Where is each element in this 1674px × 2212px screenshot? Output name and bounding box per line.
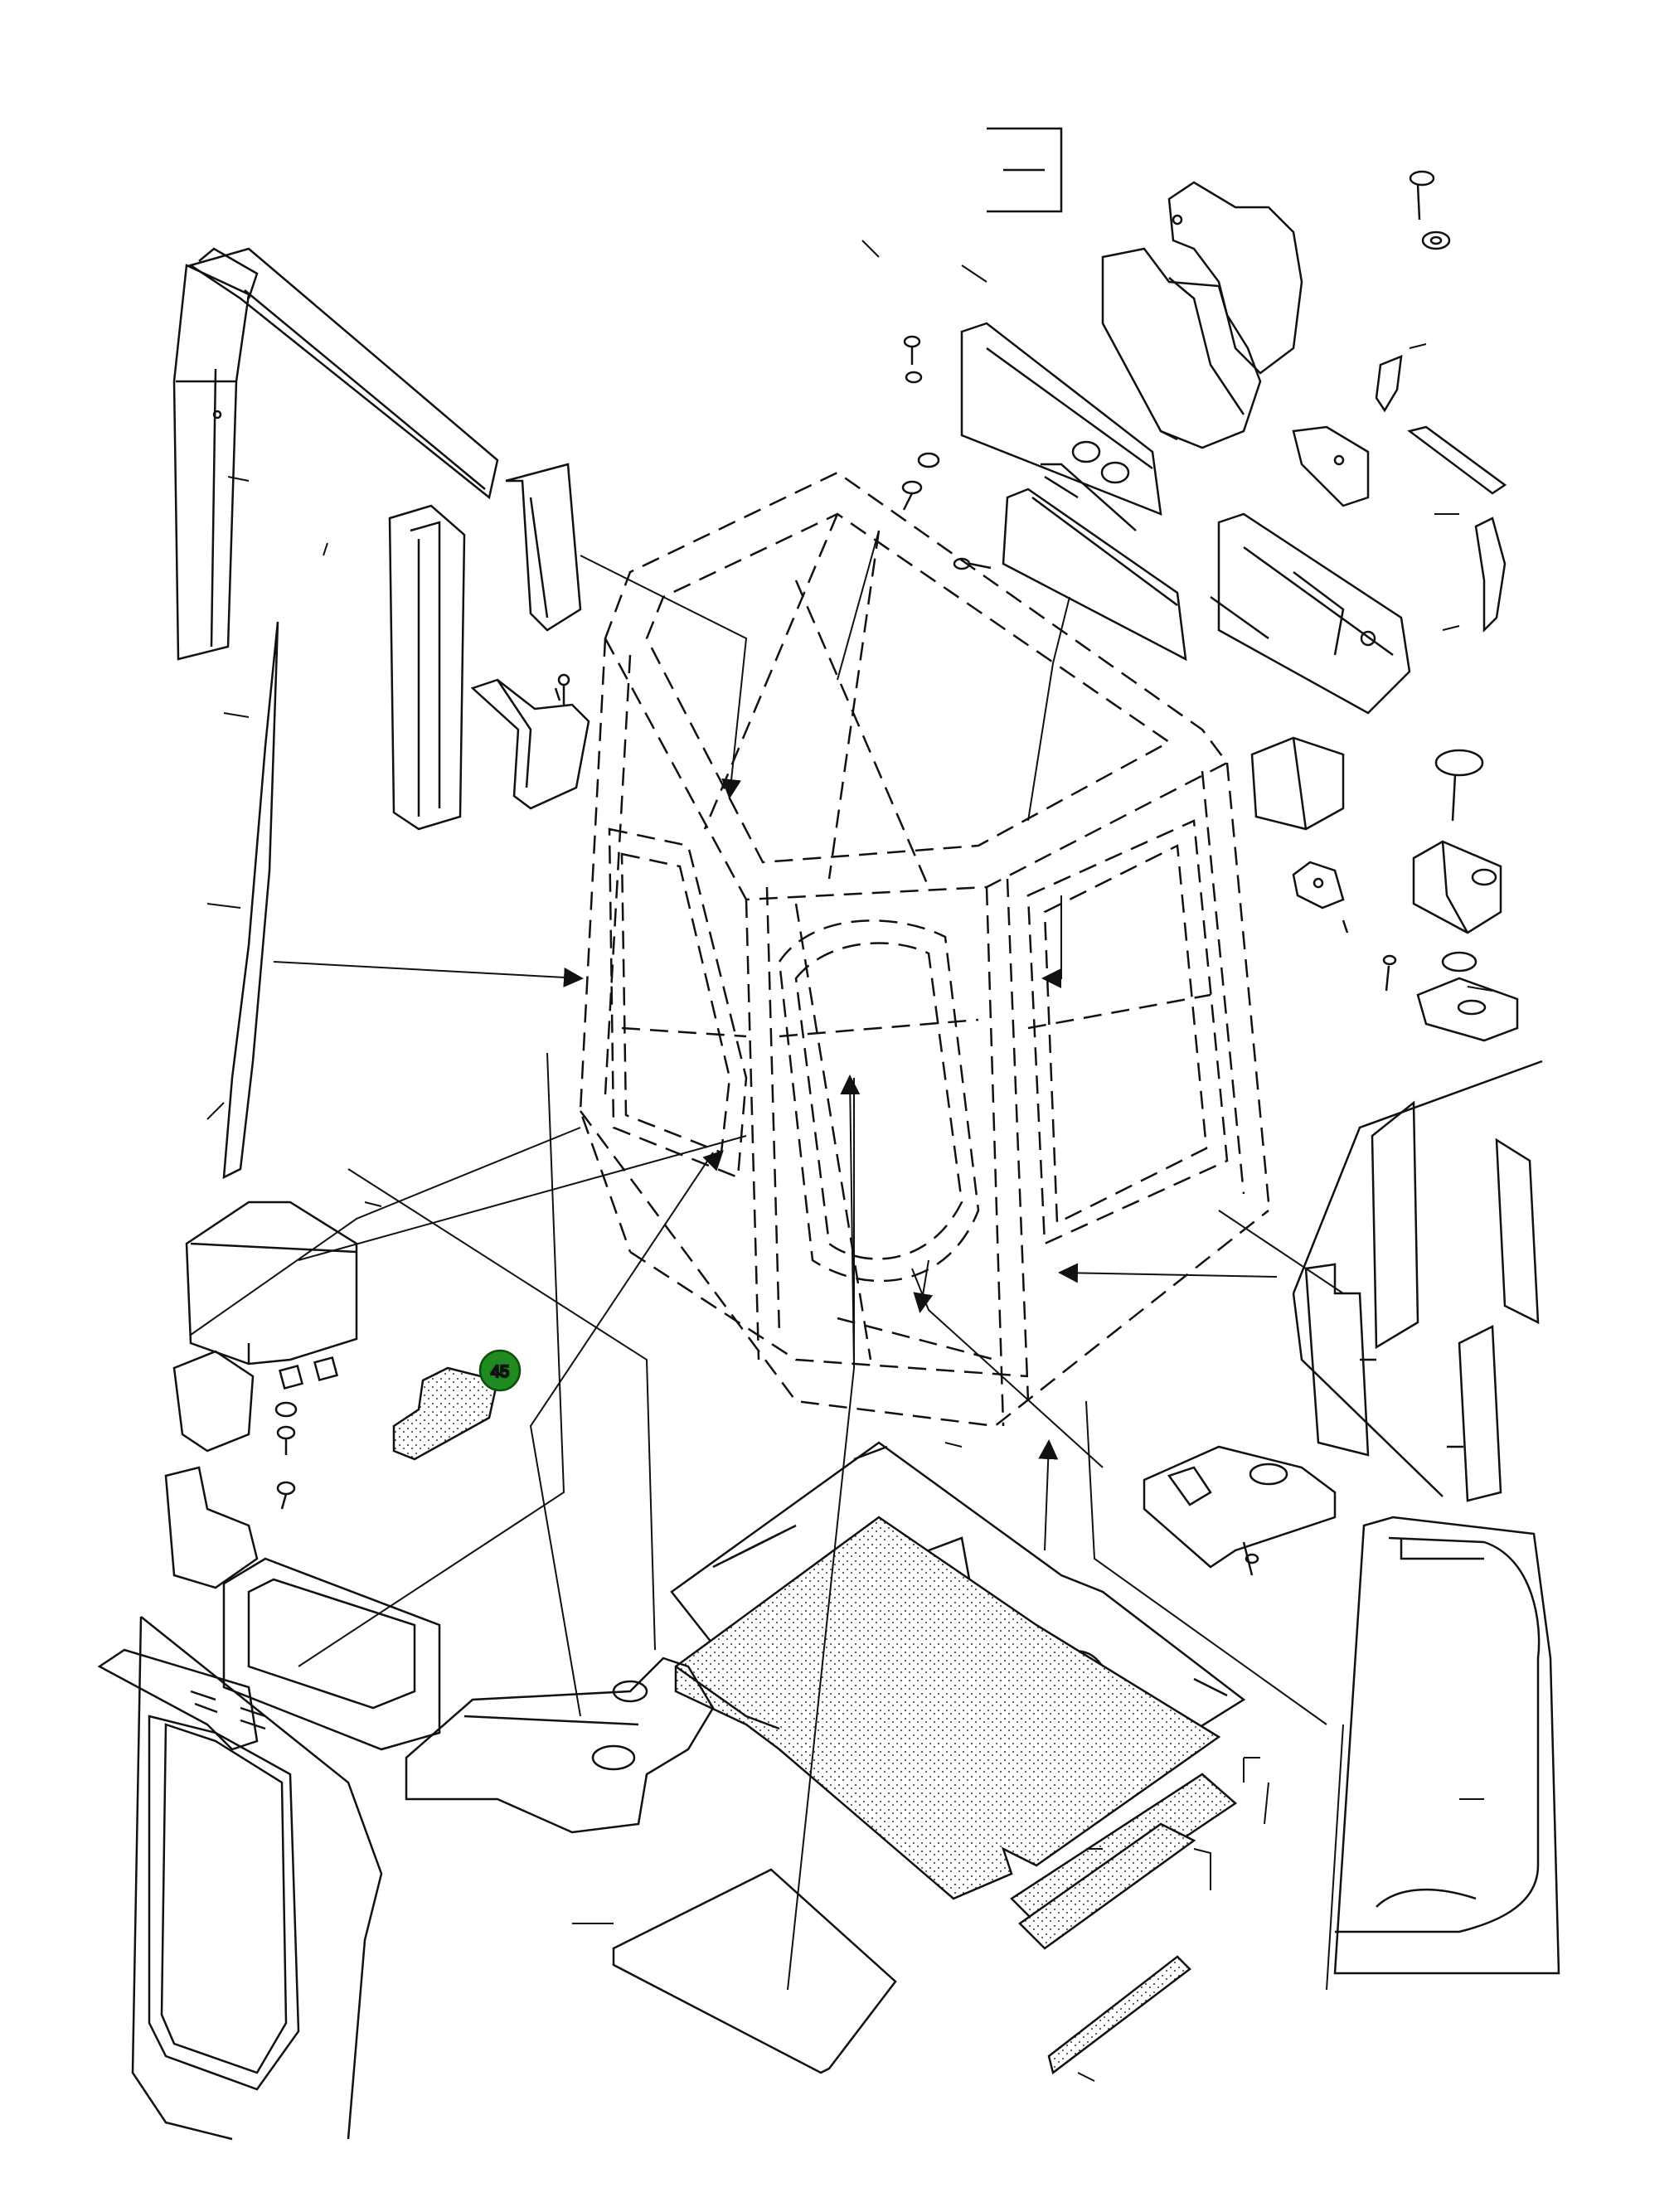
seat-bracket	[164, 1350, 259, 1589]
right-console-panel	[1210, 512, 1411, 715]
right-strip-1	[1407, 425, 1507, 495]
right-strip-bent	[1474, 517, 1507, 633]
callout-45-label: 45	[491, 1363, 509, 1381]
right-glass-tall	[1371, 1100, 1419, 1350]
seat-cushion	[185, 1201, 358, 1366]
floor-plate	[612, 1868, 897, 2074]
callout-45-marker[interactable]	[478, 1349, 522, 1392]
right-door	[1333, 1516, 1560, 1975]
right-glass-trim	[1304, 1263, 1370, 1457]
right-door-lock	[1382, 954, 1519, 1042]
top-fastener	[1409, 170, 1451, 250]
left-door-frame	[131, 1616, 383, 2141]
reference-ticks	[206, 240, 1493, 2082]
right-latch	[1292, 861, 1349, 934]
floor-foam-strip-3	[1047, 1955, 1191, 2075]
center-rear-panel	[1002, 463, 1187, 662]
top-label-box	[987, 127, 1063, 213]
top-right-shroud-upper	[1167, 181, 1303, 375]
right-strip-short	[1375, 355, 1403, 413]
left-storage-tray	[222, 1557, 441, 1751]
left-pillar-channel	[388, 504, 466, 831]
right-door-handle-bracket	[1412, 749, 1502, 973]
leader-lines	[190, 530, 1344, 1991]
corner-bracket-right	[1292, 425, 1370, 507]
right-armrest-console	[1143, 1445, 1337, 1576]
seat-spacers	[278, 1356, 339, 1390]
foam-pad-45	[392, 1366, 499, 1461]
left-pillar-trim	[505, 463, 582, 632]
top-center-bolts	[901, 335, 992, 570]
seat-mount-screws	[274, 1401, 298, 1510]
callout-45[interactable]: 45	[478, 1349, 522, 1392]
right-fuse-box	[1250, 736, 1345, 831]
left-bracket	[470, 673, 590, 810]
cab-frame	[579, 471, 1270, 1428]
top-dashboard-panel	[960, 322, 1162, 516]
top-left-roof-rail	[188, 247, 499, 500]
left-corner-post	[172, 264, 250, 661]
right-glass-narrow	[1495, 1138, 1540, 1325]
top-right-shroud	[1101, 247, 1262, 449]
right-panels-group	[1292, 1060, 1543, 1502]
left-console-shroud	[405, 1657, 715, 1834]
left-glass-panel	[222, 621, 279, 1180]
floor-foam-strip-2	[1018, 1822, 1196, 1950]
right-glass-lower	[1458, 1325, 1502, 1502]
lower-left-bracket	[97, 1648, 259, 1751]
